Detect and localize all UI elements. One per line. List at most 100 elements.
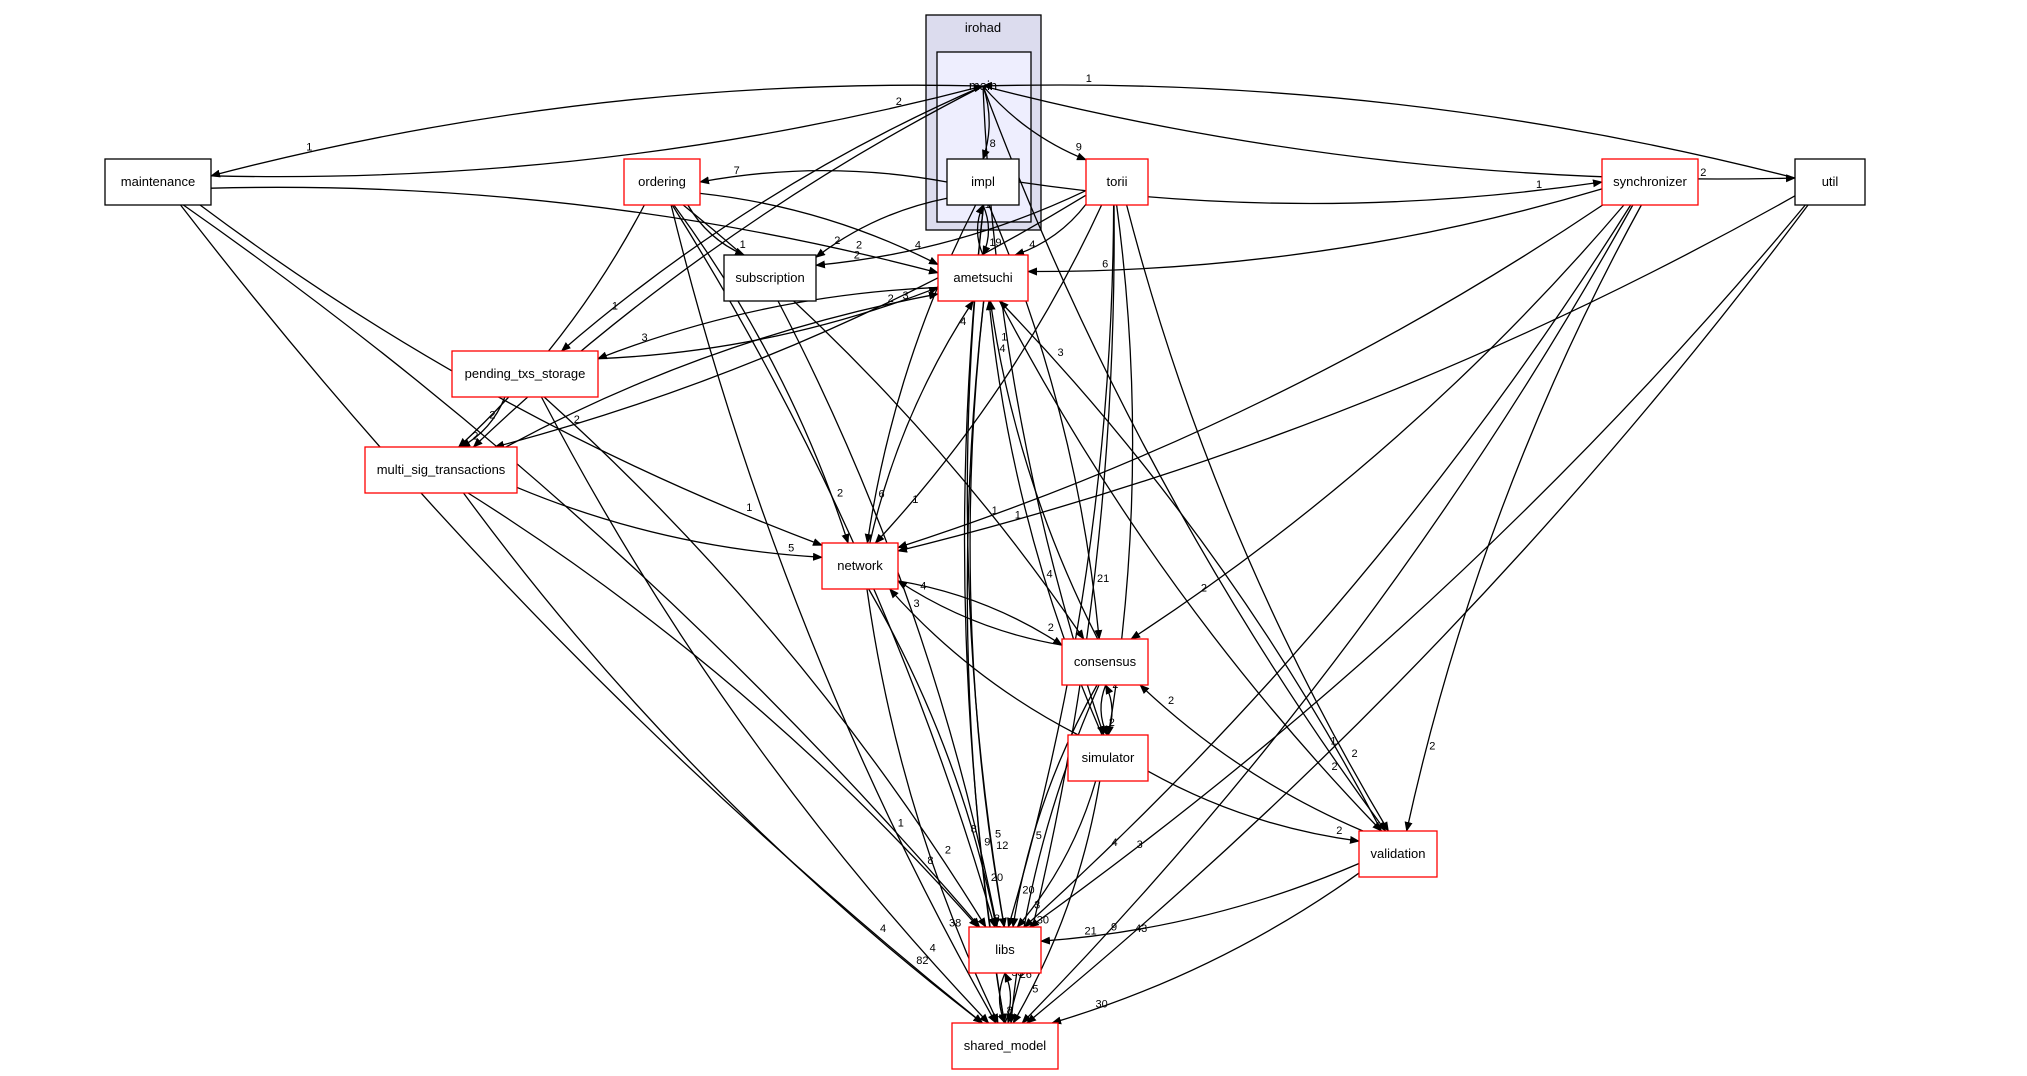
edge-simulator-to-validation: [1147, 770, 1360, 844]
edge-label-maintenance-to-libs: 1: [898, 818, 904, 830]
edge-label-multi_sig_transactions-to-network: 5: [788, 542, 794, 554]
edge-label-simulator-to-shared_model: 5: [1032, 984, 1038, 996]
edge-label-util-to-network: 1: [1015, 509, 1021, 521]
edge-synchronizer-to-validation: [1404, 204, 1642, 832]
edge-label-torii-to-ametsuchi: 4: [1029, 239, 1035, 251]
edges-layer: 8912211211712191621854122125301424283821…: [180, 73, 1809, 1025]
node-subscription[interactable]: subscription: [723, 254, 817, 302]
edge-label-consensus-to-network: 4: [920, 580, 926, 592]
edge-label-synchronizer-to-network: 1: [992, 505, 998, 517]
node-consensus-box[interactable]: [1061, 638, 1149, 686]
edge-label-impl-to-network: 6: [878, 489, 884, 501]
edge-label-validation-to-consensus: 2: [1168, 695, 1174, 707]
edge-pending_txs_storage-to-shared_model: [540, 396, 990, 1024]
node-consensus[interactable]: consensus: [1061, 638, 1149, 686]
node-ordering-box[interactable]: [623, 158, 701, 206]
node-libs-label: libs: [995, 942, 1015, 957]
node-multi_sig_transactions-box[interactable]: [364, 446, 518, 494]
edge-main-to-torii: [982, 85, 1087, 161]
node-util-box[interactable]: [1794, 158, 1866, 206]
node-simulator-box[interactable]: [1067, 734, 1149, 782]
node-validation-box[interactable]: [1358, 830, 1438, 878]
node-ametsuchi[interactable]: ametsuchi: [937, 254, 1029, 302]
edge-label-ordering-to-libs: 8: [971, 824, 977, 836]
edge-label-impl-to-consensus: 21: [1097, 573, 1109, 585]
edge-label-ordering-to-network: 2: [837, 487, 843, 499]
node-maintenance[interactable]: maintenance: [104, 158, 212, 206]
edge-label-maintenance-to-main: 2: [896, 96, 902, 108]
edge-label-maintenance-to-ametsuchi: 2: [856, 240, 862, 252]
edge-ametsuchi-to-validation: [998, 300, 1383, 832]
edge-consensus-to-simulator: [1099, 684, 1108, 736]
node-torii[interactable]: torii: [1085, 158, 1149, 206]
edge-label-synchronizer-to-libs: 4: [1112, 837, 1118, 849]
node-synchronizer-label: synchronizer: [1613, 174, 1687, 189]
edge-maintenance-to-ametsuchi: [210, 186, 939, 275]
node-ordering[interactable]: ordering: [623, 158, 701, 206]
node-torii-box[interactable]: [1085, 158, 1149, 206]
node-shared_model[interactable]: shared_model: [951, 1022, 1059, 1070]
edge-ordering-to-multi_sig_transactions: [457, 204, 645, 448]
edge-network-to-libs: [868, 588, 999, 928]
edge-synchronizer-to-consensus: [1130, 204, 1625, 640]
node-pending_txs_storage[interactable]: pending_txs_storage: [451, 350, 599, 398]
node-libs-box[interactable]: [968, 926, 1042, 974]
node-synchronizer-box[interactable]: [1601, 158, 1699, 206]
node-util[interactable]: util: [1794, 158, 1866, 206]
edge-label-torii-to-multi_sig_transactions: 2: [574, 414, 580, 426]
edge-torii-to-multi_sig_transactions: [494, 194, 1087, 449]
node-torii-label: torii: [1107, 174, 1128, 189]
cluster-irohad-label: irohad: [965, 20, 1001, 35]
node-impl-box[interactable]: [946, 158, 1020, 206]
edge-validation-to-shared_model: [1051, 872, 1360, 1025]
edge-label-validation-to-libs: 21: [1085, 926, 1097, 938]
edge-synchronizer-to-shared_model: [1021, 204, 1634, 1024]
node-simulator[interactable]: simulator: [1067, 734, 1149, 782]
node-ametsuchi-box[interactable]: [937, 254, 1029, 302]
edge-maintenance-to-shared_model: [180, 204, 984, 1024]
node-libs[interactable]: libs: [968, 926, 1042, 974]
edge-label-impl-to-synchronizer: 1: [1536, 179, 1542, 191]
edge-main-to-pending_txs_storage: [560, 85, 984, 352]
node-pending_txs_storage-box[interactable]: [451, 350, 599, 398]
edge-label-main-to-torii: 9: [1076, 142, 1082, 154]
edge-main-to-maintenance: [210, 84, 984, 178]
edge-ordering-to-shared_model: [670, 204, 997, 1024]
edge-ametsuchi-to-shared_model: [966, 300, 1007, 1024]
edge-pending_txs_storage-to-libs: [543, 396, 987, 928]
edge-label-consensus-to-ametsuchi: 1: [1001, 331, 1007, 343]
node-maintenance-box[interactable]: [104, 158, 212, 206]
edge-maintenance-to-libs: [182, 204, 981, 928]
edge-label-torii-to-shared_model: 30: [1037, 914, 1049, 926]
node-network-label: network: [837, 558, 883, 573]
edge-label-util-to-main: 1: [1086, 73, 1092, 85]
edge-label-synchronizer-to-shared_model: 9: [1111, 921, 1117, 933]
node-shared_model-box[interactable]: [951, 1022, 1059, 1070]
edge-simulator-to-network: [889, 588, 1079, 736]
node-synchronizer[interactable]: synchronizer: [1601, 158, 1699, 206]
node-impl[interactable]: impl: [946, 158, 1020, 206]
node-subscription-box[interactable]: [723, 254, 817, 302]
edge-simulator-to-consensus: [1105, 684, 1114, 736]
edge-consensus-to-ametsuchi: [987, 300, 1099, 640]
edge-label-ordering-to-subscription: 1: [740, 239, 746, 251]
edge-maintenance-to-main: [210, 84, 984, 178]
edge-multi_sig_transactions-to-network: [516, 486, 823, 561]
nodes-layer: impl maintenance ordering torii synchronizer…: [104, 158, 1866, 1070]
node-multi_sig_transactions[interactable]: multi_sig_transactions: [364, 446, 518, 494]
edge-label-simulator-to-libs: 3: [1034, 899, 1040, 911]
edge-label-ametsuchi-to-libs: 12: [996, 840, 1008, 852]
edge-synchronizer-to-ametsuchi: [1027, 188, 1603, 276]
edge-main-to-validation: [982, 85, 1387, 832]
node-network[interactable]: network: [821, 542, 899, 590]
edge-torii-to-shared_model: [1006, 204, 1115, 1024]
node-network-box[interactable]: [821, 542, 899, 590]
edge-label-simulator-to-validation: 2: [1336, 825, 1342, 837]
edge-label-impl-to-ordering: 7: [734, 165, 740, 177]
edge-network-to-ametsuchi: [869, 300, 974, 544]
edge-label-libs-to-shared_model: 8: [1007, 1005, 1013, 1017]
edge-simulator-to-libs: [1016, 780, 1097, 928]
node-validation[interactable]: validation: [1358, 830, 1438, 878]
edge-label-impl-to-subscription: 2: [834, 235, 840, 247]
